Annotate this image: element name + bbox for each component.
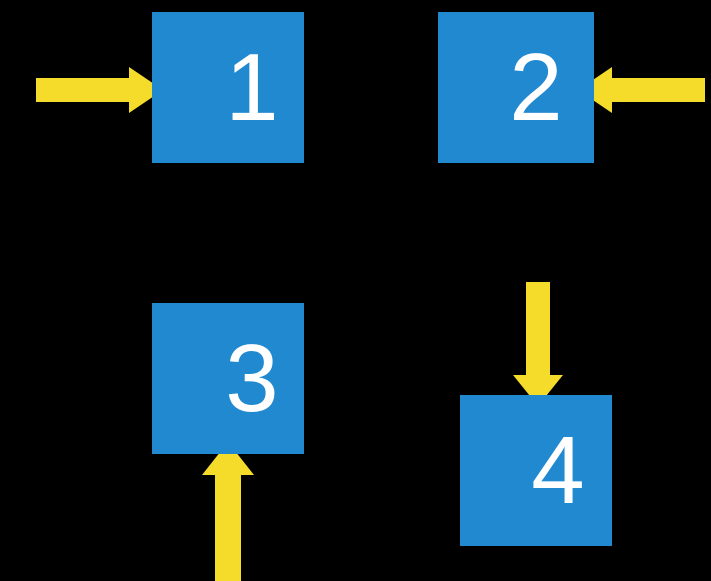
node-box-4[interactable]: 4 bbox=[460, 395, 612, 546]
arrow-down-shape bbox=[513, 282, 563, 406]
arrow-into-node-3 bbox=[202, 442, 254, 581]
arrow-right-shape bbox=[36, 67, 163, 113]
node-label-3: 3 bbox=[225, 324, 279, 432]
arrow-into-node-1 bbox=[36, 67, 163, 113]
arrow-up-shape bbox=[202, 442, 254, 581]
node-box-2[interactable]: 2 bbox=[438, 12, 594, 163]
node-label-1: 1 bbox=[225, 33, 279, 141]
node-label-2: 2 bbox=[509, 33, 563, 141]
node-box-1[interactable]: 1 bbox=[152, 12, 304, 163]
arrow-into-node-2 bbox=[578, 67, 705, 113]
node-box-3[interactable]: 3 bbox=[152, 303, 304, 454]
arrow-left-shape bbox=[578, 67, 705, 113]
node-label-4: 4 bbox=[531, 416, 585, 524]
arrow-into-node-4 bbox=[513, 282, 563, 406]
